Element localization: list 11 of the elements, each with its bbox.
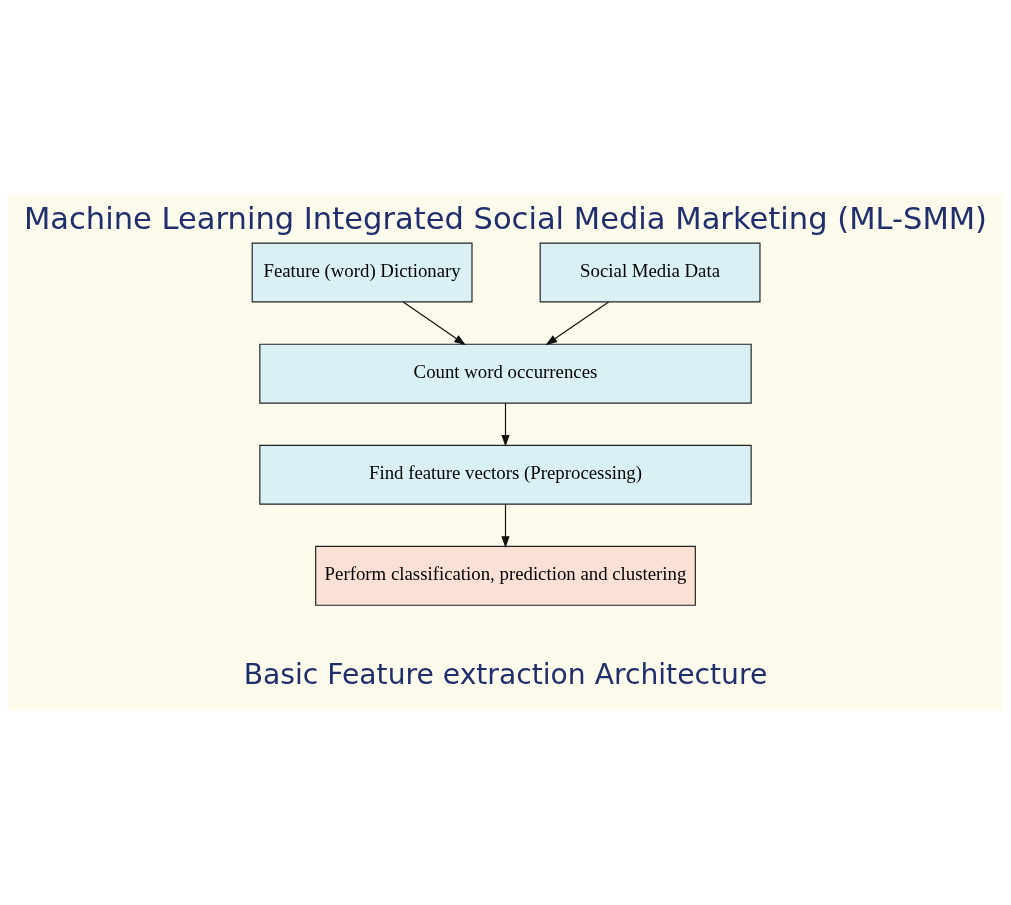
arrow <box>501 503 510 548</box>
caption: Basic Feature extraction Architecture <box>243 657 768 691</box>
node-box: Feature (word) Dictionary <box>251 242 473 303</box>
diagram-title: Machine Learning Integrated Social Media Marketing (ML-SMM) <box>23 200 988 236</box>
arrow <box>402 300 466 345</box>
node-box: Count word occurrences <box>259 343 752 404</box>
arrow <box>545 300 610 345</box>
node-box: Perform classification, prediction and clustering <box>315 545 696 606</box>
arrow <box>501 402 510 447</box>
node-box: Find feature vectors (Preprocessing) <box>259 444 752 505</box>
node-box: Social Media Data <box>539 242 761 303</box>
